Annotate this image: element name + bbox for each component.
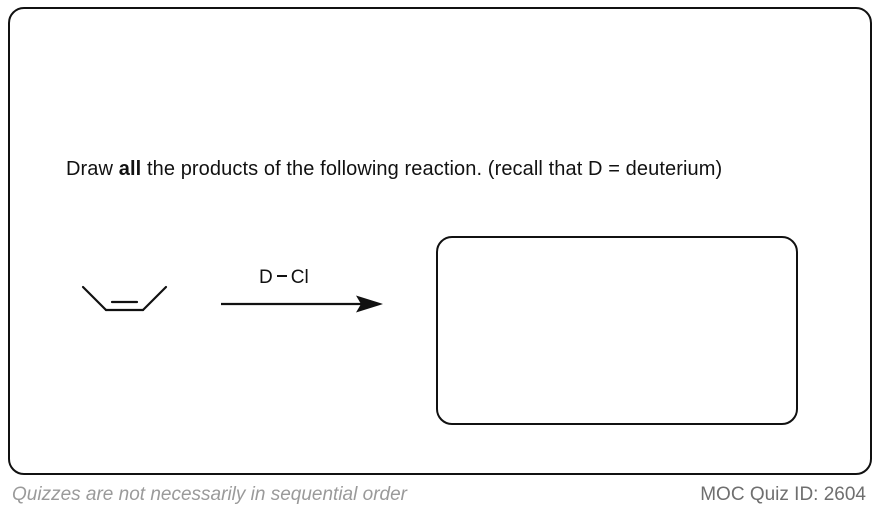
quiz-id: MOC Quiz ID: 2604 <box>700 484 866 505</box>
prompt-suffix: the products of the following reaction. … <box>141 158 723 180</box>
footer-note: Quizzes are not necessarily in sequentia… <box>12 484 407 505</box>
reagent-bond <box>276 275 287 278</box>
cis-2-butene-structure <box>81 285 168 312</box>
question-prompt: Draw all the products of the following r… <box>66 158 722 181</box>
prompt-prefix: Draw <box>66 158 119 180</box>
prompt-emphasis: all <box>118 158 142 180</box>
reagent-label: D Cl <box>259 267 309 289</box>
arrow-head <box>356 295 383 313</box>
quiz-card <box>8 7 872 475</box>
bond-c3-c4 <box>141 285 168 312</box>
reagent-deuterium: D <box>259 267 273 288</box>
answer-box[interactable] <box>436 236 798 425</box>
reaction-arrow <box>221 295 383 313</box>
reagent-chlorine: Cl <box>290 267 309 288</box>
bond-c1-c2 <box>81 285 108 312</box>
